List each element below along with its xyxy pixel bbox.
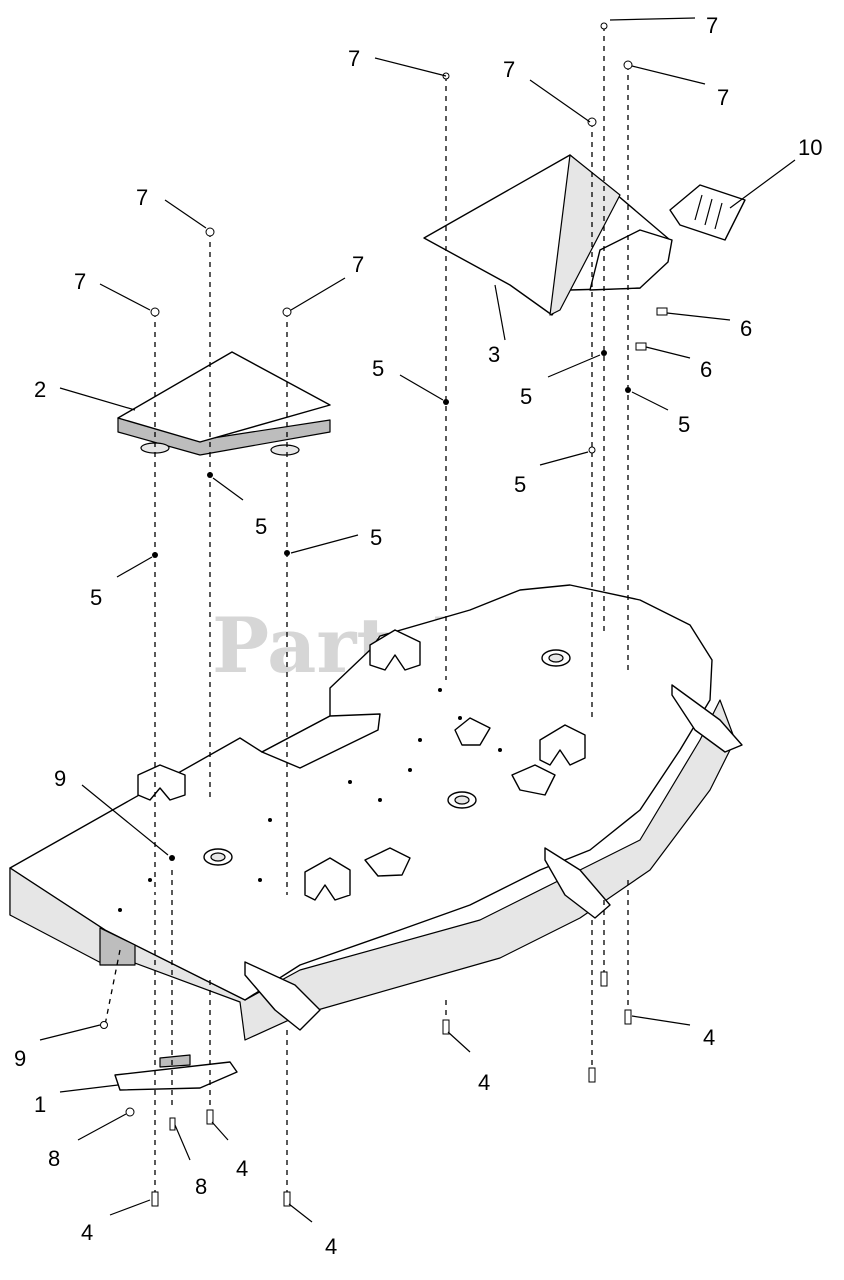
decal [669, 184, 746, 241]
callout-4: 4 [325, 1234, 337, 1259]
deck-front-block-face [99, 927, 136, 966]
roller-arm-front [544, 847, 611, 919]
callout-4: 4 [81, 1220, 93, 1245]
bracket-center-rear [369, 629, 421, 671]
callout-labels: 7 7 7 7 7 7 7 10 6 6 3 2 5 5 5 5 5 5 5 9… [14, 13, 822, 1259]
callout-7: 7 [706, 13, 718, 38]
callout-7: 7 [348, 46, 360, 71]
callout-5: 5 [520, 384, 532, 409]
callout-5: 5 [514, 472, 526, 497]
belt-cover-right [423, 154, 673, 316]
deck-top-surface [9, 584, 713, 1001]
spindle-hole-center [447, 791, 477, 809]
bracket-front [304, 847, 411, 901]
callout-5: 5 [255, 514, 267, 539]
mower-deck [9, 584, 743, 1041]
callout-9: 9 [54, 766, 66, 791]
callout-9: 9 [14, 1046, 26, 1071]
callout-5: 5 [372, 356, 384, 381]
bracket-left-rear [137, 764, 186, 801]
bracket-center [454, 717, 491, 746]
callout-8: 8 [48, 1146, 60, 1171]
callout-4: 4 [236, 1156, 248, 1181]
roller-arm-right [671, 684, 743, 753]
belt-shield-left [117, 351, 331, 456]
spindle-hole-left [203, 848, 233, 866]
callout-4: 4 [478, 1070, 490, 1095]
callout-2: 2 [34, 377, 46, 402]
callout-8: 8 [195, 1174, 207, 1199]
spindle-hole-right [541, 649, 571, 667]
callout-7: 7 [74, 269, 86, 294]
callout-5: 5 [90, 585, 102, 610]
callout-5: 5 [370, 525, 382, 550]
bolts [151, 971, 632, 1207]
callout-10: 10 [798, 135, 822, 160]
front-baffle [114, 1054, 238, 1091]
callout-5: 5 [678, 412, 690, 437]
roller-arm-left [244, 961, 321, 1031]
callout-7: 7 [503, 57, 515, 82]
clips [635, 307, 668, 351]
callout-7: 7 [352, 252, 364, 277]
callout-6: 6 [700, 357, 712, 382]
callout-3: 3 [488, 342, 500, 367]
washers [152, 350, 631, 558]
callout-1: 1 [34, 1092, 46, 1117]
callout-6: 6 [740, 316, 752, 341]
deck-skirt [9, 699, 736, 1041]
callout-4: 4 [703, 1025, 715, 1050]
lock-nuts [150, 22, 633, 317]
screws [100, 855, 176, 1131]
assembly-lines [104, 26, 629, 1195]
callout-7: 7 [717, 85, 729, 110]
bracket-right [511, 724, 586, 796]
deck-channel [261, 713, 381, 769]
leader-lines [39, 17, 796, 1223]
callout-7: 7 [136, 185, 148, 210]
